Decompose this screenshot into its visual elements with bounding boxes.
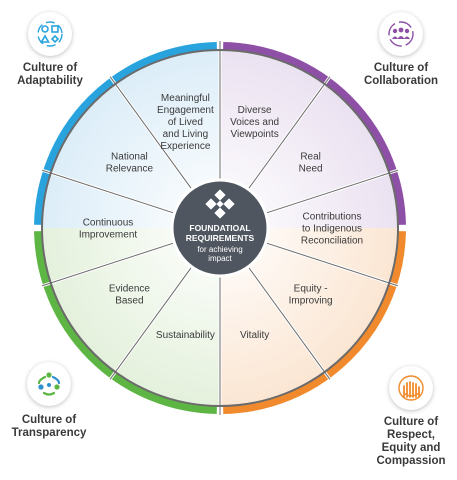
culture-transparency-label: Culture of Transparency xyxy=(11,414,87,439)
figures-circle-icon xyxy=(27,362,71,406)
culture-transparency: Culture of Transparency xyxy=(4,362,94,440)
wheel-colored-rim xyxy=(34,42,406,414)
raised-hands-icon xyxy=(389,366,433,410)
culture-collaboration: Culture of Collaboration xyxy=(356,12,446,88)
rim-arc-respect xyxy=(223,231,406,414)
segment-divider-line xyxy=(265,242,399,287)
segment-divider-line xyxy=(265,169,399,214)
culture-adaptability-label: Culture of Adaptability xyxy=(17,62,83,87)
rim-arc-adaptability xyxy=(34,42,217,225)
culture-adaptability: Culture of Adaptability xyxy=(8,12,92,88)
segment-label-4: Equity -Improving xyxy=(289,283,333,306)
rim-arc-transparency xyxy=(34,231,217,414)
culture-respect-equity-compassion: Culture of Respect, Equity and Compassio… xyxy=(368,366,454,468)
people-group-icon xyxy=(379,12,423,56)
culture-collaboration-label: Culture of Collaboration xyxy=(363,62,439,87)
segment-divider-line xyxy=(247,266,331,380)
segment-dividers xyxy=(41,41,399,415)
wheel-outline xyxy=(41,49,399,407)
segment-divider-line xyxy=(247,76,331,190)
segment-divider-line xyxy=(41,242,175,287)
culture-respect-label: Culture of Respect, Equity and Compassio… xyxy=(376,416,446,467)
segment-label-6: Sustainability xyxy=(156,330,215,341)
shapes-cycle-icon xyxy=(28,12,72,56)
segment-label-5: Vitality xyxy=(240,330,269,341)
segment-divider-line xyxy=(109,76,193,190)
segment-divider-line xyxy=(41,169,175,214)
segment-divider-line xyxy=(109,266,193,380)
rim-arc-collaboration xyxy=(223,42,406,225)
